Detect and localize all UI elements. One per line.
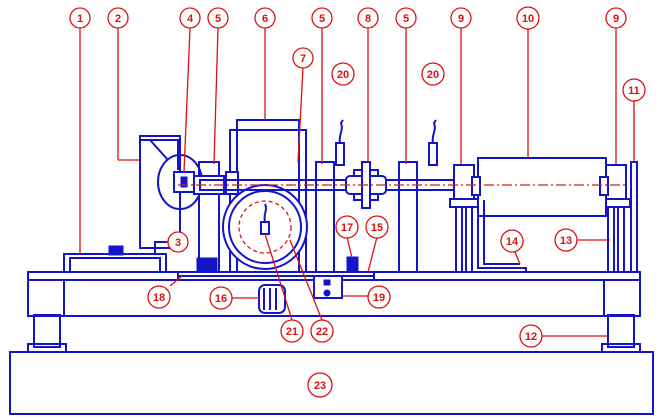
control-box [63, 245, 167, 273]
svg-text:5: 5 [319, 13, 325, 25]
slider-block [313, 275, 343, 299]
svg-text:14: 14 [506, 236, 519, 248]
bearing-pedestal-1 [193, 161, 225, 273]
svg-text:9: 9 [613, 13, 619, 25]
leader-lines [79, 27, 635, 337]
callout-13: 13 [554, 228, 578, 252]
svg-text:7: 7 [300, 53, 306, 65]
flywheel-disc [222, 184, 308, 270]
svg-text:16: 16 [215, 293, 227, 305]
svg-text:9: 9 [458, 13, 464, 25]
callout-1: 1 [69, 7, 91, 29]
callout-16: 16 [209, 286, 233, 310]
callout-5a: 5 [207, 7, 229, 29]
svg-text:10: 10 [522, 13, 534, 25]
callout-9a: 9 [450, 7, 472, 29]
rotor-drum [471, 157, 609, 217]
callout-18: 18 [147, 285, 171, 309]
bearing-support-left [449, 164, 479, 273]
svg-text:15: 15 [371, 222, 383, 234]
callout-6: 6 [254, 7, 276, 29]
svg-text:13: 13 [560, 235, 572, 247]
callout-12: 12 [519, 324, 543, 348]
callout-20b: 20 [421, 62, 445, 86]
callout-10: 10 [516, 6, 540, 30]
callout-8: 8 [357, 7, 379, 29]
svg-text:4: 4 [187, 13, 194, 25]
callout-19: 19 [367, 285, 391, 309]
svg-text:5: 5 [215, 13, 221, 25]
svg-text:20: 20 [337, 69, 349, 81]
svg-text:2: 2 [115, 13, 121, 25]
callout-15: 15 [365, 215, 389, 239]
svg-text:23: 23 [314, 380, 326, 392]
clamp-screw [346, 256, 359, 273]
right-isolator-foot [601, 314, 641, 353]
svg-text:1: 1 [77, 13, 83, 25]
svg-text:20: 20 [427, 69, 439, 81]
callout-5c: 5 [395, 7, 417, 29]
svg-text:8: 8 [365, 13, 371, 25]
foundation-block [9, 351, 654, 415]
sensor-housing [149, 139, 203, 210]
callout-22: 22 [310, 319, 334, 343]
svg-text:17: 17 [341, 222, 353, 234]
support-bracket [477, 200, 527, 272]
bearing-pedestal-3 [398, 161, 418, 273]
frame-post [630, 161, 638, 273]
svg-text:18: 18 [153, 292, 165, 304]
svg-text:21: 21 [286, 326, 298, 338]
callout-7: 7 [292, 47, 314, 69]
svg-text:12: 12 [525, 331, 537, 343]
svg-text:3: 3 [175, 237, 181, 249]
callout-23: 23 [307, 372, 333, 398]
callout-2: 2 [107, 7, 129, 29]
svg-text:22: 22 [316, 326, 328, 338]
svg-text:11: 11 [628, 85, 640, 97]
accelerometer-1 [335, 119, 345, 166]
callout-3: 3 [167, 231, 189, 253]
callout-14: 14 [500, 229, 524, 253]
svg-text:19: 19 [373, 292, 385, 304]
accelerometer-2 [428, 119, 438, 166]
bearing-pedestal-2 [315, 161, 335, 273]
callout-11: 11 [622, 78, 646, 102]
svg-text:5: 5 [403, 13, 409, 25]
left-isolator-foot [27, 314, 67, 353]
callout-9b: 9 [605, 7, 627, 29]
callout-4: 4 [179, 7, 201, 29]
shaft-collar [225, 171, 239, 195]
callout-5b: 5 [311, 7, 333, 29]
callout-21: 21 [280, 319, 304, 343]
svg-text:6: 6 [262, 13, 268, 25]
adjusting-knob [258, 284, 286, 314]
callout-20a: 20 [331, 62, 355, 86]
callout-17: 17 [335, 215, 359, 239]
